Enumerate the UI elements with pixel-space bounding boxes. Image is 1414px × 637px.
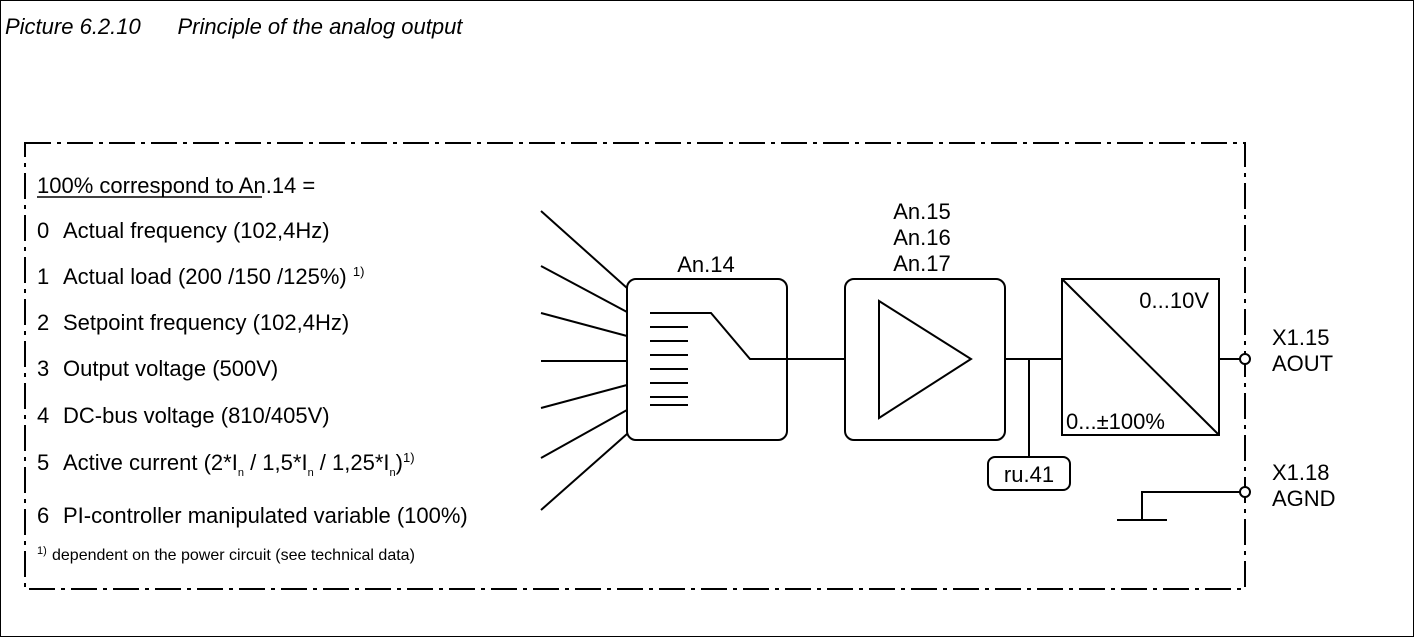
converter-input-range: 0...±100% [1066,409,1165,434]
option-5: 5 Active current (2*In / 1,5*In / 1,25*I… [37,450,415,479]
footnote: 1) dependent on the power circuit (see t… [37,541,415,564]
option-4: 4 DC-bus voltage (810/405V) [37,403,330,428]
option-1-footnote-mark: 1) [353,264,365,279]
option-1: 1 Actual load (200 /150 /125%) 1) [37,264,364,289]
option-2-text: Setpoint frequency (102,4Hz) [63,310,349,335]
fan-line-0 [540,210,628,289]
ground-wire [1141,491,1240,519]
wire-amplifier-converter [1005,358,1062,457]
agnd-terminal-icon [1239,486,1251,498]
amplifier-box [844,278,1006,441]
option-1-text: Actual load (200 /150 /125%) [63,264,347,289]
fan-line-2 [540,312,628,337]
option-3: 3 Output voltage (500V) [37,356,278,381]
amplifier-param-0: An.15 [893,199,951,224]
tap-box [987,456,1071,491]
aout-terminal-icon [1239,353,1251,365]
option-list-heading: 100% correspond to An.14 = [37,173,315,198]
aout-terminal: X1.15 AOUT [1219,325,1333,376]
option-5-subscript-b: n [308,467,314,479]
option-2-number: 2 [37,310,49,335]
fan-in-lines [540,210,628,511]
option-0: 0 Actual frequency (102,4Hz) [37,218,330,243]
fan-line-5 [540,409,628,459]
selector-contacts [650,312,688,406]
option-5-text-c: / 1,25*I [314,450,390,475]
inverter-boundary [24,142,1246,590]
converter-diagonal [1061,278,1220,436]
option-list: 100% correspond to An.14 = 0 Actual freq… [37,173,468,564]
fan-line-1 [540,265,628,313]
converter-box [1061,278,1220,436]
fan-line-6 [540,433,628,511]
agnd-name: AGND [1272,486,1336,511]
selector-switch-arm [688,312,787,360]
amplifier-param-1: An.16 [893,225,951,250]
option-0-text: Actual frequency (102,4Hz) [63,218,330,243]
fan-line-4 [540,384,628,409]
option-5-text-b: / 1,5*I [244,450,308,475]
option-5-text-d: ) [396,450,403,475]
option-5-footnote-mark: 1) [403,450,415,465]
footnote-mark: 1) [37,545,47,557]
option-3-number: 3 [37,356,49,381]
figure-caption: Picture 6.2.10 Principle of the analog o… [5,14,462,40]
option-2: 2 Setpoint frequency (102,4Hz) [37,310,349,335]
caption-label: Picture 6.2.10 [5,14,141,39]
option-5-text-a: Active current (2*I [63,450,238,475]
agnd-pin: X1.18 [1272,460,1330,485]
option-5-number: 5 [37,450,49,475]
aout-pin: X1.15 [1272,325,1330,350]
amplifier-triangle-icon [878,299,973,420]
selector-label: An.14 [677,252,735,277]
converter-block: 0...10V 0...±100% [1061,278,1220,436]
option-4-text: DC-bus voltage (810/405V) [63,403,330,428]
converter-output-range: 0...10V [1139,288,1209,313]
tap-label: ru.41 [1004,462,1054,487]
amplifier-param-2: An.17 [893,251,951,276]
agnd-terminal: X1.18 AGND [1117,460,1336,521]
option-5-subscript-c: n [390,467,396,479]
caption-title: Principle of the analog output [177,14,463,39]
option-0-number: 0 [37,218,49,243]
option-3-text: Output voltage (500V) [63,356,278,381]
amplifier-block: An.15 An.16 An.17 [844,199,1006,441]
footnote-text: dependent on the power circuit (see tech… [52,547,415,564]
selector-block: An.14 [626,252,788,441]
option-6-text: PI-controller manipulated variable (100%… [63,503,468,528]
option-5-subscript-a: n [238,467,244,479]
aout-name: AOUT [1272,351,1333,376]
option-6-number: 6 [37,503,49,528]
option-6: 6 PI-controller manipulated variable (10… [37,503,468,528]
option-4-number: 4 [37,403,49,428]
option-1-number: 1 [37,264,49,289]
